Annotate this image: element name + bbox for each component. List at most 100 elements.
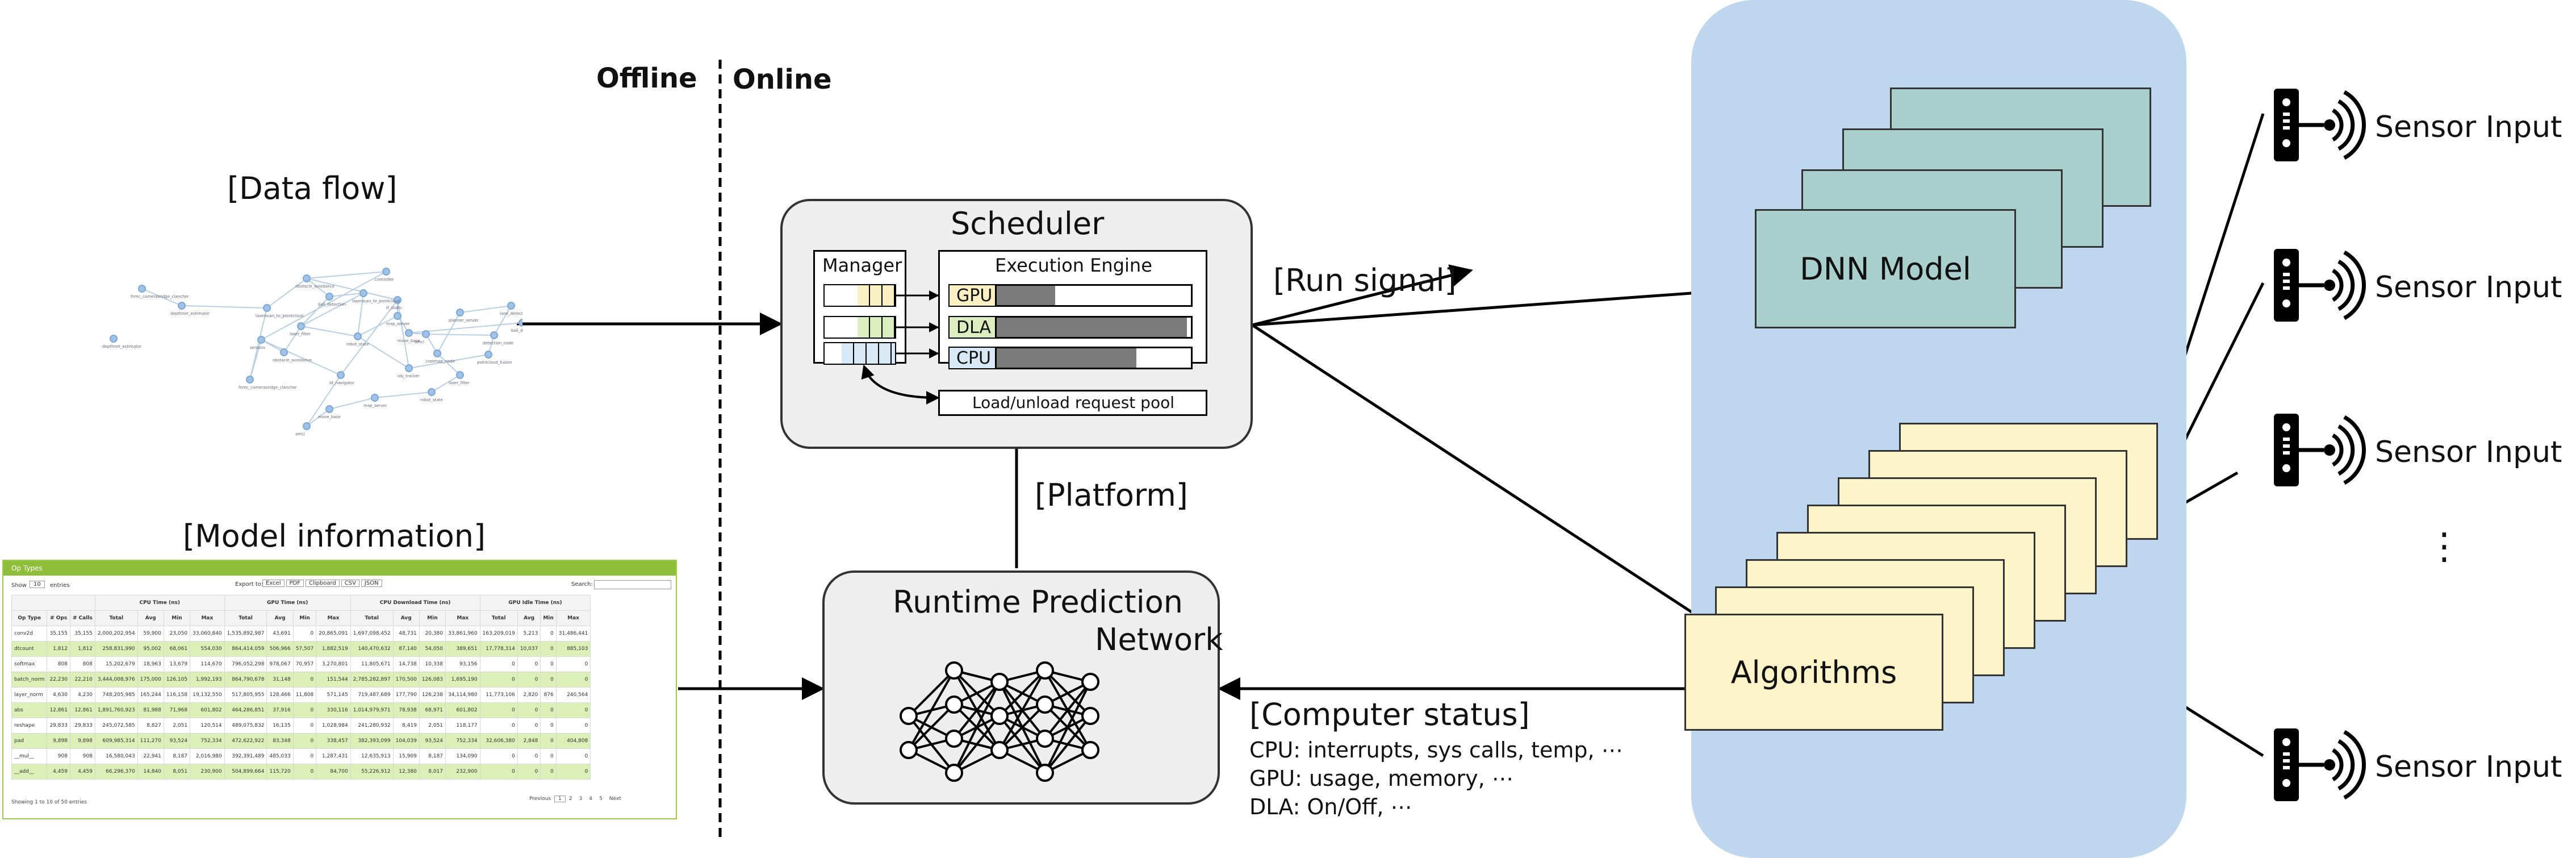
table-cell: conv2d [11, 626, 48, 642]
table-cell: 8,187 [163, 748, 191, 764]
table-cell: 0 [517, 718, 541, 734]
table-cell: 1,992,193 [190, 672, 225, 688]
column-header[interactable]: Total [94, 610, 138, 626]
pager-item[interactable]: 3 [579, 796, 583, 802]
table-cell: 12,861 [69, 702, 95, 718]
graph-node [297, 322, 305, 330]
column-header[interactable]: Min [540, 610, 557, 626]
graph-edge [261, 339, 285, 353]
neural-network-icon [900, 661, 1099, 782]
table-cell: 20,865,091 [316, 626, 351, 642]
graph-node-label: obj_tracker [398, 374, 420, 378]
table-cell: 126,083 [419, 672, 446, 688]
column-header[interactable]: Max [445, 610, 480, 626]
column-header[interactable]: # Ops [47, 610, 70, 626]
table-cell: 35,155 [69, 626, 95, 642]
table-cell: 22,230 [47, 672, 70, 688]
graph-node [490, 331, 498, 339]
table-cell: 8,187 [419, 748, 446, 764]
op-types-table: CPU Time (ns)GPU Time (ns)CPU Download T… [11, 595, 591, 780]
graph-edge [306, 374, 341, 427]
pager-item[interactable]: 4 [589, 796, 592, 802]
dnn-model-card: DNN Model [1755, 209, 2016, 328]
table-cell: 0 [292, 718, 317, 734]
pager-item[interactable]: Previous [529, 796, 551, 802]
model-info-table-panel: Op Types Show 10 entries Export to: Exce… [2, 560, 677, 819]
table-cell: 95,002 [137, 641, 164, 657]
graph-node-label: amcl [295, 432, 305, 436]
export-button[interactable]: CSV [341, 580, 359, 587]
column-header[interactable]: Min [292, 610, 317, 626]
table-cell: 83,348 [266, 733, 294, 749]
pager-item[interactable]: 1 [554, 795, 566, 802]
column-header[interactable]: Total [479, 610, 518, 626]
graph-node [303, 422, 311, 430]
table-cell: 4,230 [69, 687, 95, 703]
entries-select[interactable]: 10 [30, 581, 45, 588]
graph-edge [306, 271, 387, 279]
column-header[interactable]: Op Type [11, 610, 48, 626]
graph-node [382, 268, 390, 276]
table-cell: 808 [69, 656, 95, 672]
export-button[interactable]: JSON [361, 580, 382, 587]
export-button[interactable]: Clipboard [305, 580, 340, 587]
table-cell: 0 [540, 702, 557, 718]
table-cell: 0 [555, 672, 591, 688]
table-cell: 0 [517, 748, 541, 764]
search-input[interactable] [594, 580, 671, 589]
graph-edge [249, 339, 262, 380]
computer-status-title: [Computer status] [1249, 697, 1530, 732]
table-cell: 54,050 [419, 641, 446, 657]
column-header[interactable]: Max [316, 610, 351, 626]
table-cell: 0 [517, 702, 541, 718]
search-label: Search: [571, 581, 593, 588]
table-cell: 0 [540, 718, 557, 734]
pager-item[interactable]: 5 [599, 796, 603, 802]
graph-edge [459, 305, 512, 313]
pager-item[interactable]: Next [609, 796, 621, 802]
graph-node-label: laser_filter [449, 381, 470, 385]
group-header: CPU Time (ns) [94, 595, 225, 611]
export-button[interactable]: Excel [262, 580, 285, 587]
table-cell: 230,900 [190, 764, 225, 780]
pager-item[interactable]: 2 [568, 796, 572, 802]
table-cell: 12,380 [392, 764, 420, 780]
table-cell: 9,898 [69, 733, 95, 749]
column-header[interactable]: Total [224, 610, 267, 626]
graph-edge [397, 299, 409, 369]
table-cell: dtcount [11, 641, 48, 657]
column-header[interactable]: Min [419, 610, 446, 626]
export-button[interactable]: PDF [286, 580, 304, 587]
column-header[interactable]: Avg [266, 610, 294, 626]
column-header[interactable]: Total [350, 610, 394, 626]
column-header[interactable]: Min [163, 610, 191, 626]
table-cell: 404,808 [555, 733, 591, 749]
table-cell: 81,988 [137, 702, 164, 718]
graph-node [280, 348, 288, 356]
column-header[interactable]: Avg [392, 610, 420, 626]
table-cell: 37,916 [266, 702, 294, 718]
column-header[interactable]: Max [555, 610, 591, 626]
graph-node [325, 293, 333, 301]
table-cell: 258,831,990 [94, 641, 138, 657]
table-cell: 382,393,099 [350, 733, 394, 749]
table-cell: __add__ [11, 764, 48, 780]
column-header[interactable]: Avg [137, 610, 164, 626]
table-cell: 31,148 [266, 672, 294, 688]
table-cell: 245,072,585 [94, 718, 138, 734]
nn-node [990, 707, 1009, 725]
graph-edge [300, 326, 358, 337]
op-table: CPU Time (ns)GPU Time (ns)CPU Download T… [11, 595, 591, 780]
engine-unit-load-fill [997, 348, 1137, 368]
table-cell: 84,700 [316, 764, 351, 780]
column-header[interactable]: Avg [517, 610, 541, 626]
table-cell: 1,014,979,971 [350, 702, 394, 718]
graph-node-label: map_server [363, 403, 387, 408]
graph-node [325, 405, 333, 413]
graph-node [507, 302, 515, 310]
column-header[interactable]: Max [190, 610, 225, 626]
show-label: Show [11, 582, 27, 589]
column-header[interactable]: # Calls [69, 610, 95, 626]
